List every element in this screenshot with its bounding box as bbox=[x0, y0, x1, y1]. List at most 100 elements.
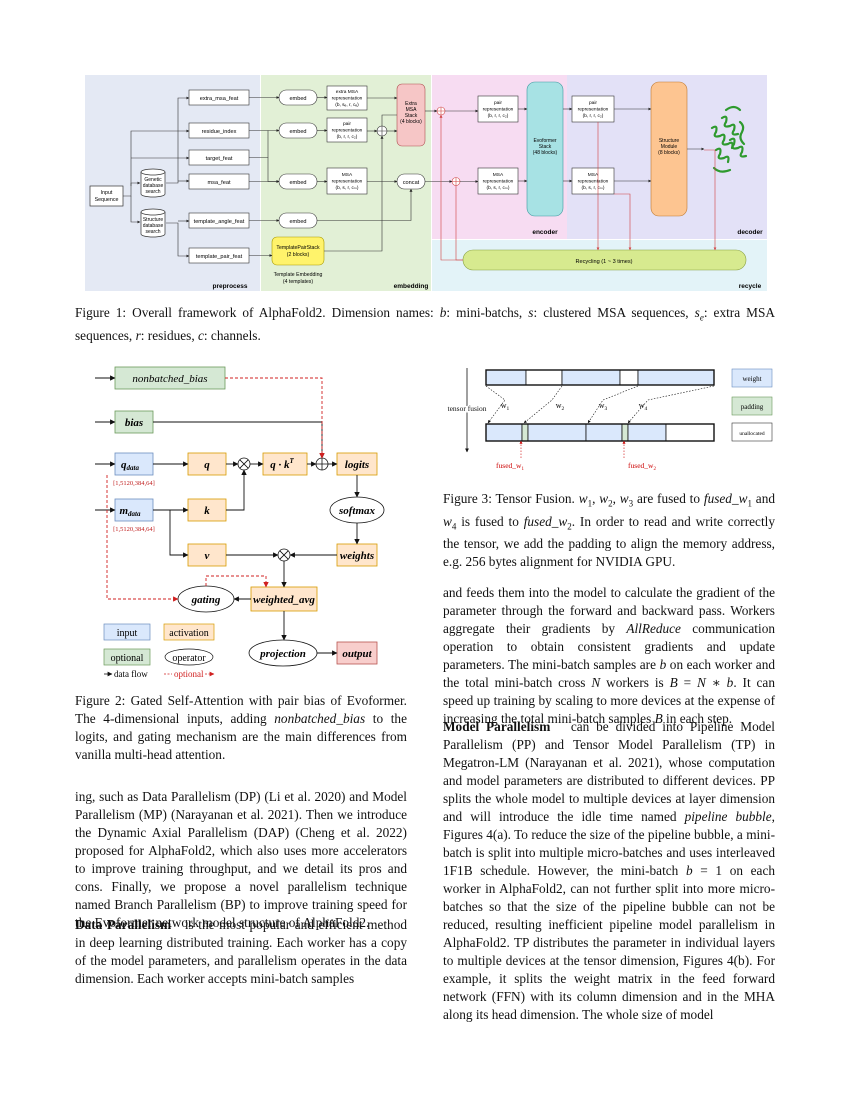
msa-repr-label: (b, s, r, cₘ) bbox=[582, 185, 605, 191]
data-parallelism-text: is the most popular and efficient method… bbox=[75, 917, 407, 986]
extra-msa-repr-label: representation bbox=[332, 96, 363, 102]
template-pair-stack-label: (2 blocks) bbox=[287, 252, 310, 258]
extra-msa-stack-label: MSA bbox=[406, 107, 418, 113]
structure-search-label: search bbox=[145, 229, 160, 235]
pair-repr-label: pair bbox=[343, 121, 351, 127]
fused-w1-sub: 1 bbox=[521, 467, 524, 472]
evoformer-label: (48 blocks) bbox=[533, 150, 558, 156]
right-column-paragraph-1: and feeds them into the model to calcula… bbox=[443, 585, 775, 726]
bias-label: bias bbox=[125, 417, 143, 429]
w4-sub: 4 bbox=[645, 406, 648, 412]
legend-activation-swatch bbox=[163, 623, 215, 641]
template-embedding-label: (4 templates) bbox=[283, 279, 314, 285]
section-label-encoder: encoder bbox=[532, 229, 558, 236]
legend-padding-label: padding bbox=[741, 403, 764, 411]
w3-sub: 3 bbox=[605, 406, 608, 412]
structure-module-label: Structure bbox=[659, 138, 680, 144]
recycling-label: Recycling (1 ~ 3 times) bbox=[575, 259, 632, 265]
w1-label: w bbox=[501, 401, 507, 410]
svg-text:w3: w3 bbox=[599, 401, 608, 412]
m-data-shape: [1,5120,384,64] bbox=[113, 526, 155, 533]
genetic-search-label: search bbox=[145, 189, 160, 195]
input-sequence-label: Sequence bbox=[95, 197, 119, 203]
add-operator-icon bbox=[376, 125, 388, 137]
extra-msa-stack-label: Extra bbox=[405, 101, 417, 107]
feature-target-feat: target_feat bbox=[206, 156, 233, 162]
msa-repr-label: representation bbox=[578, 179, 609, 185]
right-column-model-parallelism: Model Parallelism can be divided into Pi… bbox=[443, 719, 775, 1022]
feature-extra-msa-feat: extra_msa_feat bbox=[200, 96, 239, 102]
embed-label: embed bbox=[289, 129, 306, 135]
section-label-embedding: embedding bbox=[394, 283, 429, 290]
pair-repr-label: (b, r, r, c₂) bbox=[337, 134, 358, 140]
structure-database-icon bbox=[140, 208, 166, 238]
weights-label: weights bbox=[340, 550, 374, 562]
svg-text:mdata: mdata bbox=[119, 505, 141, 518]
svg-text:qdata: qdata bbox=[121, 459, 139, 472]
pair-repr-label: (b, r, r, c₂) bbox=[583, 113, 604, 119]
extra-msa-stack-label: (4 blocks) bbox=[400, 119, 422, 125]
svg-text:q · kT: q · kT bbox=[270, 457, 294, 471]
legend-optional-swatch bbox=[103, 648, 151, 666]
svg-text:w4: w4 bbox=[639, 401, 648, 412]
svg-text:fused_w1: fused_w1 bbox=[496, 461, 524, 472]
pair-repr-label: representation bbox=[578, 107, 609, 113]
structure-module-label: (8 blocks) bbox=[658, 150, 680, 156]
legend-weight-swatch bbox=[731, 368, 773, 388]
q-label: q bbox=[204, 459, 210, 471]
figure-1-alphafold2-framework: preprocess embedding encoder decoder rec… bbox=[85, 75, 767, 291]
extra-msa-repr-label: extra MSA bbox=[336, 89, 359, 95]
q-data-sub: data bbox=[127, 464, 140, 472]
fused-w2-label: fused_w bbox=[628, 461, 654, 470]
section-label-preprocess: preprocess bbox=[212, 283, 247, 290]
input-sequence-label: Input bbox=[101, 190, 113, 196]
legend-input-label: input bbox=[117, 628, 138, 639]
template-embedding-label: Template Embedding bbox=[274, 272, 323, 278]
section-label-recycle: recycle bbox=[739, 283, 762, 290]
weighted-avg-label: weighted_avg bbox=[253, 594, 315, 606]
q-data-shape: [1,5120,384,64] bbox=[113, 480, 155, 487]
qk-sup: T bbox=[289, 457, 294, 465]
feature-msa-feat: msa_feat bbox=[207, 180, 230, 186]
unfused-memory-bar bbox=[485, 369, 715, 386]
msa-repr-label: representation bbox=[483, 179, 514, 185]
left-column-data-parallelism: Data Parallelism is the most popular and… bbox=[75, 916, 407, 988]
fused-memory-bar bbox=[485, 423, 715, 442]
legend-data-flow-label: data flow bbox=[114, 669, 148, 679]
extra-msa-repr-label: (b, sₑ, r, cₑ) bbox=[335, 102, 359, 108]
genetic-search-label: Genetic bbox=[144, 177, 162, 183]
gating-label: gating bbox=[191, 594, 221, 606]
w1-sub: 1 bbox=[507, 406, 510, 412]
qk-label: q · k bbox=[270, 459, 290, 471]
m-data-sub: data bbox=[128, 510, 141, 518]
figure-1-caption: Figure 1: Overall framework of AlphaFold… bbox=[75, 305, 775, 343]
multiply-operator-icon bbox=[237, 457, 251, 471]
figure-2-caption: Figure 2: Gated Self-Attention with pair… bbox=[75, 693, 407, 762]
pair-repr-label: pair bbox=[494, 100, 502, 106]
pair-repr-label: representation bbox=[332, 128, 363, 134]
section-label-decoder: decoder bbox=[737, 229, 763, 236]
legend-unallocated-swatch bbox=[731, 422, 773, 442]
legend-optional-flow-label: optional bbox=[174, 669, 204, 679]
concat-label: concat bbox=[403, 180, 420, 186]
msa-repr-label: MSA bbox=[588, 172, 599, 178]
legend-input-swatch bbox=[103, 623, 151, 641]
left-column-paragraph-1: ing, such as Data Parallelism (DP) (Li e… bbox=[75, 789, 407, 930]
tensor-fusion-label: tensor fusion bbox=[448, 404, 487, 413]
w2-sub: 2 bbox=[562, 406, 565, 412]
structure-search-label: Structure bbox=[143, 217, 164, 223]
evoformer-label: Stack bbox=[539, 144, 552, 150]
pair-repr-label: pair bbox=[589, 100, 597, 106]
msa-repr-label: representation bbox=[332, 179, 363, 185]
genetic-database-icon bbox=[140, 168, 166, 198]
msa-repr-label: MSA bbox=[342, 172, 353, 178]
svg-text:w2: w2 bbox=[556, 401, 565, 412]
legend-operator-swatch bbox=[164, 648, 214, 666]
legend-padding-swatch bbox=[731, 396, 773, 416]
template-pair-stack-box bbox=[271, 236, 325, 266]
model-parallelism-heading: Model Parallelism bbox=[443, 719, 551, 734]
input-sequence-box bbox=[89, 185, 124, 207]
projection-label: projection bbox=[259, 648, 306, 660]
legend-unallocated-label: unallocated bbox=[739, 431, 765, 437]
msa-repr-label: MSA bbox=[493, 172, 504, 178]
